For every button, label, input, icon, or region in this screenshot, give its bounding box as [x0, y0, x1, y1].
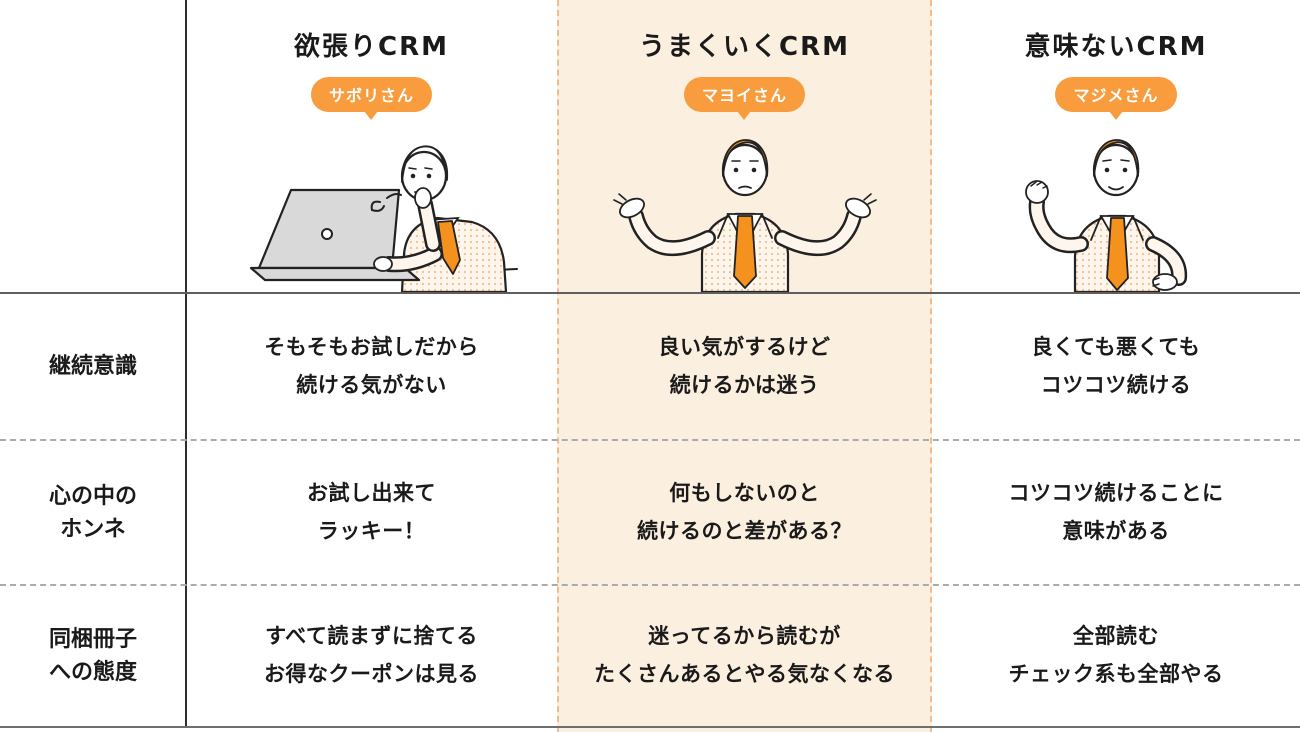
cell-continuation-meaningless: 良くても悪くても コツコツ続ける — [1031, 334, 1201, 397]
persona-badge: サボリさん — [310, 77, 432, 120]
persona-badge: マヨイさん — [683, 77, 805, 120]
cell-booklet-successful: 迷ってるから読むが たくさんあるとやる気なくなる — [594, 624, 895, 686]
cell-booklet-meaningless: 全部読む チェック系も全部やる — [1008, 624, 1224, 686]
cell-feelings-meaningless: コツコツ続けることに 意味がある — [1008, 480, 1224, 543]
row-header-divider-line — [185, 0, 187, 727]
column-title: 欲張りCRM — [294, 32, 449, 62]
column-header-greedy-crm: 欲張りCRM サボリさん — [186, 0, 557, 296]
header-row-divider-line — [0, 292, 1300, 294]
badge-tail-icon — [737, 111, 752, 120]
persona-badge-label: マヨイさん — [683, 77, 805, 112]
cell-booklet-greedy: すべて読まずに捨てる お得なクーポンは見る — [264, 624, 479, 686]
character-illustration-diligent — [961, 114, 1271, 296]
cell-feelings-greedy: お試し出来て ラッキー！ — [307, 480, 436, 543]
persona-badge-label: サボリさん — [310, 77, 432, 112]
badge-tail-icon — [364, 111, 379, 120]
cell-continuation-greedy: そもそもお試しだから 続ける気がない — [264, 334, 479, 397]
column-header-meaningless-crm: 意味ないCRM マジメさん — [932, 0, 1300, 296]
row-header-booklet-attitude: 同梱冊子 への態度 — [48, 627, 137, 685]
row-divider-dashed-1 — [0, 439, 1300, 441]
character-illustration-slacker — [217, 114, 527, 296]
row-divider-dashed-2 — [0, 584, 1300, 586]
character-illustration-hesitant — [590, 114, 900, 296]
column-title: 意味ないCRM — [1024, 32, 1208, 62]
row-header-continuation-mindset: 継続意識 — [48, 354, 137, 379]
cell-feelings-successful: 何もしないのと 続けるのと差がある？ — [637, 480, 852, 543]
persona-badge: マジメさん — [1055, 77, 1177, 120]
badge-tail-icon — [1108, 111, 1123, 120]
column-title: うまくいくCRM — [639, 32, 850, 62]
row-header-true-feelings: 心の中の ホンネ — [48, 483, 137, 542]
cell-continuation-successful: 良い気がするけど 続けるかは迷う — [658, 334, 831, 397]
column-header-successful-crm: うまくいくCRM マヨイさん — [557, 0, 932, 296]
persona-badge-label: マジメさん — [1055, 77, 1177, 112]
highlighted-column-background — [557, 0, 932, 732]
table-bottom-line — [0, 726, 1300, 728]
